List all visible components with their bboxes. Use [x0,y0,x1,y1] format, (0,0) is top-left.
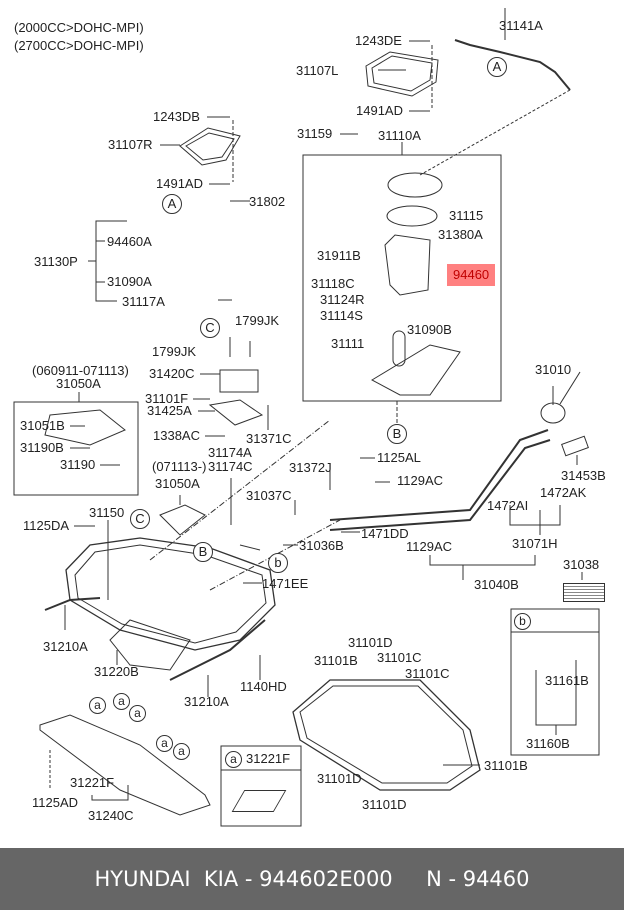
part-label-31150[interactable]: 31150 [89,505,125,520]
date-range-071113: (071113-) [152,459,207,474]
callout-a-5: a [173,743,190,760]
callout-B-tank: B [193,542,213,562]
footer-separator: - [238,867,260,891]
callout-C-tank: C [130,509,150,529]
part-label-31101F[interactable]: 31101F [145,391,189,406]
part-label-94460A[interactable]: 94460A [107,234,152,249]
part-label-31090A[interactable]: 31090A [107,274,152,289]
part-label-1471EE[interactable]: 1471EE [262,576,309,591]
part-label-31190[interactable]: 31190 [60,457,96,472]
part-label-31107L[interactable]: 31107L [296,63,339,78]
part-label-31010[interactable]: 31010 [535,362,572,377]
part-label-1129AC-top[interactable]: 1129AC [397,473,444,488]
part-label-31425A[interactable]: 31425A [147,403,192,418]
part-label-31101B-top[interactable]: 31101B [314,653,358,668]
part-label-31037C[interactable]: 31037C [246,488,292,503]
part-label-1243DB[interactable]: 1243DB [153,109,200,124]
part-label-31160B[interactable]: 31160B [526,736,570,751]
part-label-31453B[interactable]: 31453B [561,468,606,483]
part-label-31036B[interactable]: 31036B [299,538,344,553]
callout-a-box: a [225,751,242,768]
footer-gap [393,867,426,891]
part-label-31101B-right[interactable]: 31101B [484,758,528,773]
part-label-31174A[interactable]: 31174A [208,445,252,460]
part-label-31371C[interactable]: 31371C [246,431,292,446]
part-label-31911B[interactable]: 31911B [317,248,361,263]
part-label-31040B[interactable]: 31040B [474,577,519,592]
part-label-31220B[interactable]: 31220B [94,664,139,679]
part-label-1491AD-top[interactable]: 1491AD [356,103,403,118]
part-label-1125AL[interactable]: 1125AL [377,450,421,465]
part-label-1799JK-upper[interactable]: 1799JK [235,313,280,328]
part-label-31221F[interactable]: 31221F [70,775,115,790]
part-label-31141A[interactable]: 31141A [499,18,543,33]
diagram-drawing [13,8,600,827]
part-label-1129AC-bottom[interactable]: 1129AC [406,539,453,554]
part-label-1338AC[interactable]: 1338AC [153,428,200,443]
part-label-1491AD-left[interactable]: 1491AD [156,176,203,191]
part-label-31107R[interactable]: 31107R [108,137,153,152]
part-label-31101D-left[interactable]: 31101D [317,771,362,786]
part-label-31174C[interactable]: 31174C [208,459,253,474]
part-label-31159[interactable]: 31159 [297,126,333,141]
part-label-31110A[interactable]: 31110A [378,128,421,143]
callout-B-module: B [387,424,407,444]
label-sticker-31038 [563,583,605,602]
part-label-31240C[interactable]: 31240C [88,808,134,823]
callout-b-pipe: b [268,553,288,573]
part-label-1125DA[interactable]: 1125DA [23,518,70,533]
part-label-1471DD[interactable]: 1471DD [361,526,409,541]
footer-reference: N - 94460 [426,867,530,891]
callout-b-box: b [514,613,531,630]
part-label-31124R[interactable]: 31124R [320,292,365,307]
part-label-31130P[interactable]: 31130P [34,254,78,269]
part-label-31115[interactable]: 31115 [449,208,484,223]
part-label-31038[interactable]: 31038 [563,557,600,572]
footer-part-number: 944602E000 [259,867,393,891]
part-label-1243DE[interactable]: 1243DE [355,33,402,48]
callout-A-left: A [162,194,182,214]
part-label-31071H[interactable]: 31071H [512,536,558,551]
part-label-31051B[interactable]: 31051B [20,418,65,433]
part-label-31210A-left[interactable]: 31210A [43,639,88,654]
part-label-31190B[interactable]: 31190B [20,440,64,455]
part-number-footer: HYUNDAI KIA - 944602E000 N - 94460 [0,848,624,910]
engine-note-2000cc: (2000CC>DOHC-MPI) [14,20,144,35]
part-label-31114S[interactable]: 31114S [320,308,363,323]
part-label-1472AI[interactable]: 1472AI [487,498,529,513]
part-label-31221F-box[interactable]: 31221F [246,751,291,766]
part-label-1140HD[interactable]: 1140HD [240,679,287,694]
callout-A-top: A [487,57,507,77]
part-label-31210A-bottom[interactable]: 31210A [184,694,229,709]
part-label-31101D-top[interactable]: 31101D [348,635,393,650]
part-label-31090B[interactable]: 31090B [407,322,452,337]
callout-a-3: a [129,705,146,722]
part-label-31101C-right[interactable]: 31101C [405,666,450,681]
part-label-31118C[interactable]: 31118C [311,276,355,291]
part-label-1799JK-lower[interactable]: 1799JK [152,344,197,359]
date-range-060911-071113: (060911-071113) [32,363,129,378]
part-label-31161B[interactable]: 31161B [545,673,589,688]
parts-diagram: (2000CC>DOHC-MPI) (2700CC>DOHC-MPI) 1243… [13,8,606,827]
part-label-31111[interactable]: 31111 [331,336,365,351]
part-label-31802[interactable]: 31802 [249,194,286,209]
part-label-31101D-bottom[interactable]: 31101D [362,797,407,812]
part-label-31050A-bottom[interactable]: 31050A [155,476,200,491]
part-label-31050A-top[interactable]: 31050A [56,376,101,391]
callout-C-top: C [200,318,220,338]
part-label-31380A[interactable]: 31380A [438,227,483,242]
part-label-31101C-left[interactable]: 31101C [377,650,422,665]
engine-note-2700cc: (2700CC>DOHC-MPI) [14,38,144,53]
part-label-31420C[interactable]: 31420C [149,366,195,381]
part-label-1472AK[interactable]: 1472AK [540,485,587,500]
callout-a-2: a [113,693,130,710]
part-label-1125AD[interactable]: 1125AD [32,795,79,810]
part-label-31372J[interactable]: 31372J [289,460,332,475]
footer-brand: HYUNDAI KIA [94,867,239,891]
part-label-31117A[interactable]: 31117A [122,294,165,309]
callout-a-1: a [89,697,106,714]
callout-a-4: a [156,735,173,752]
part-label-94460-highlighted[interactable]: 94460 [447,264,496,286]
